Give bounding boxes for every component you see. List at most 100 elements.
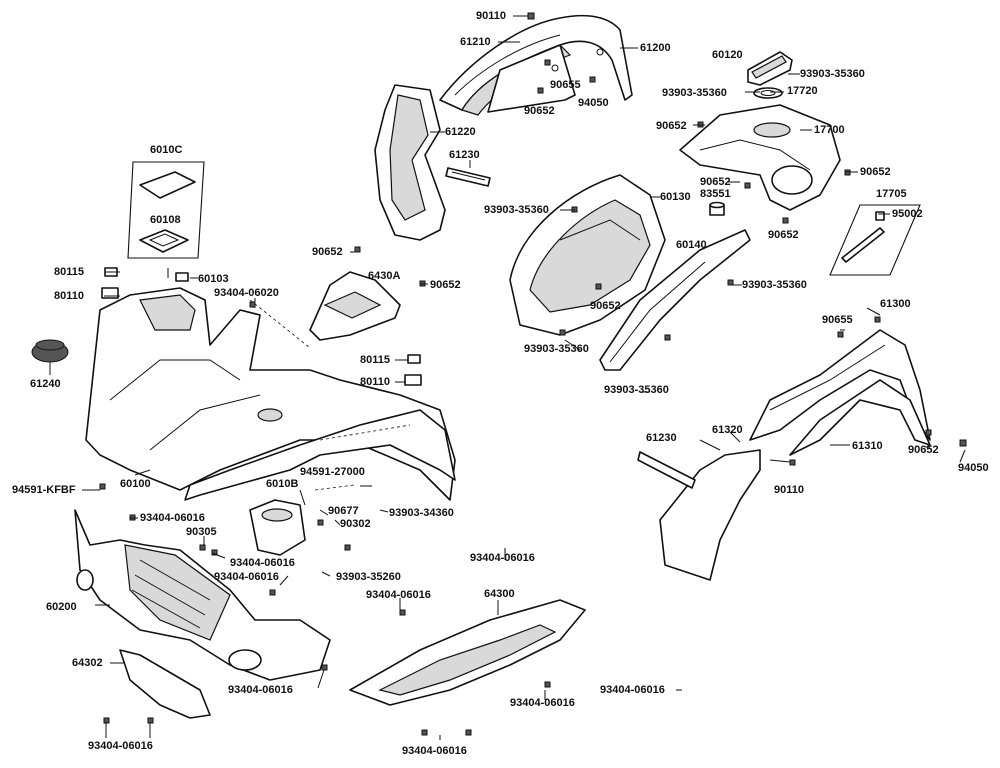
gasket-60108[interactable] bbox=[139, 229, 189, 253]
label-90110-top: 90110 bbox=[476, 10, 506, 22]
label-61300: 61300 bbox=[880, 298, 911, 310]
label-93903-34360: 93903-34360 bbox=[389, 507, 454, 519]
label-61200: 61200 bbox=[640, 42, 671, 54]
damper-80115-center[interactable] bbox=[407, 354, 421, 364]
label-60100: 60100 bbox=[120, 478, 151, 490]
label-80115-a: 80115 bbox=[54, 266, 84, 278]
label-90655-top: 90655 bbox=[550, 79, 581, 91]
label-90305: 90305 bbox=[186, 526, 217, 538]
side-panel-60140[interactable] bbox=[599, 229, 751, 371]
label-93903-35260: 93903-35260 bbox=[336, 571, 401, 583]
label-61230-top: 61230 bbox=[449, 149, 480, 161]
skid-plate-64300[interactable] bbox=[349, 599, 586, 706]
label-61320: 61320 bbox=[712, 424, 743, 436]
label-6010C: 6010C bbox=[150, 144, 183, 156]
label-94591-KFBF: 94591-KFBF bbox=[12, 484, 76, 496]
box-17705 bbox=[829, 204, 921, 276]
label-90302: 90302 bbox=[340, 518, 371, 530]
label-6430A: 6430A bbox=[368, 270, 401, 282]
headlight-cover-6430A[interactable] bbox=[309, 271, 401, 341]
label-94591-27000: 94591-27000 bbox=[300, 466, 365, 478]
damper-80110-center[interactable] bbox=[404, 374, 422, 386]
front-fender-60100[interactable] bbox=[85, 287, 456, 501]
label-17705: 17705 bbox=[876, 188, 907, 200]
label-90652-a: 90652 bbox=[524, 105, 555, 117]
tank-cover-17700[interactable] bbox=[679, 104, 841, 211]
label-93903-e: 93903-35360 bbox=[524, 343, 589, 355]
label-60130: 60130 bbox=[660, 191, 691, 203]
label-90652-e: 90652 bbox=[768, 229, 799, 241]
panel-box-6010C bbox=[127, 161, 205, 259]
label-93903-f: 93903-35360 bbox=[604, 384, 669, 396]
inner-panel-60130[interactable] bbox=[509, 174, 666, 336]
label-90110-right: 90110 bbox=[774, 484, 804, 496]
cap-61240[interactable] bbox=[31, 339, 69, 363]
leader-lines bbox=[49, 15, 966, 740]
reflector-61230-right[interactable] bbox=[637, 451, 696, 489]
label-61210: 61210 bbox=[460, 36, 491, 48]
label-61220: 61220 bbox=[445, 126, 476, 138]
label-90655-right: 90655 bbox=[822, 314, 853, 326]
label-93903-a: 93903-35360 bbox=[800, 68, 865, 80]
label-60120: 60120 bbox=[712, 49, 743, 61]
mud-flap-61320[interactable] bbox=[659, 449, 761, 581]
label-93404-h: 93404-06016 bbox=[510, 697, 575, 709]
label-93404-f: 93404-06016 bbox=[228, 684, 293, 696]
grommet-83551[interactable] bbox=[709, 201, 725, 216]
label-93903-c: 93903-35360 bbox=[484, 204, 549, 216]
label-61310: 61310 bbox=[852, 440, 883, 452]
label-83551: 83551 bbox=[700, 188, 731, 200]
label-90652-b: 90652 bbox=[656, 120, 687, 132]
damper-80110-left[interactable] bbox=[101, 287, 119, 299]
label-93903-d: 93903-35360 bbox=[742, 279, 807, 291]
front-bumper-60200[interactable] bbox=[74, 509, 331, 681]
label-64300: 64300 bbox=[484, 588, 515, 600]
label-80115-b: 80115 bbox=[360, 354, 390, 366]
label-6010B: 6010B bbox=[266, 478, 299, 490]
label-93404-c: 93404-06016 bbox=[230, 557, 295, 569]
label-17700: 17700 bbox=[814, 124, 845, 136]
side-cover-61220[interactable] bbox=[374, 84, 446, 241]
right-fender-61300[interactable] bbox=[749, 329, 931, 456]
label-61230-right: 61230 bbox=[646, 432, 677, 444]
lower-guard-64302[interactable] bbox=[119, 649, 211, 719]
grommet-60103[interactable] bbox=[175, 272, 189, 282]
label-93404-i: 93404-06016 bbox=[88, 740, 153, 752]
label-93404-06020: 93404-06020 bbox=[214, 287, 279, 299]
label-94050-top: 94050 bbox=[578, 97, 609, 109]
label-17720: 17720 bbox=[787, 85, 818, 97]
label-93404-d: 93404-06016 bbox=[214, 571, 279, 583]
label-95002: 95002 bbox=[892, 208, 923, 220]
label-93404-g: 93404-06016 bbox=[600, 684, 665, 696]
reflector-61230-top[interactable] bbox=[445, 167, 491, 187]
label-93404-e: 93404-06016 bbox=[366, 589, 431, 601]
label-90652-d: 90652 bbox=[700, 176, 731, 188]
vent-hose-95002[interactable] bbox=[841, 211, 885, 263]
ring-17720[interactable] bbox=[753, 87, 783, 99]
label-94050-right: 94050 bbox=[958, 462, 989, 474]
label-93903-b: 93903-35360 bbox=[662, 87, 727, 99]
fasteners bbox=[99, 12, 967, 736]
tank-handle-60120[interactable] bbox=[747, 51, 793, 86]
label-60200: 60200 bbox=[46, 601, 77, 613]
label-60108: 60108 bbox=[150, 214, 181, 226]
label-64302: 64302 bbox=[72, 657, 103, 669]
label-80110-a: 80110 bbox=[54, 290, 84, 302]
label-90652-i: 90652 bbox=[908, 444, 939, 456]
label-93404-a: 93404-06016 bbox=[140, 512, 205, 524]
label-80110-b: 80110 bbox=[360, 376, 390, 388]
label-90652-h: 90652 bbox=[590, 300, 621, 312]
label-90652-g: 90652 bbox=[430, 279, 461, 291]
label-60140: 60140 bbox=[676, 239, 707, 251]
storage-box-6010B[interactable] bbox=[249, 499, 306, 556]
label-90652-f: 90652 bbox=[312, 246, 343, 258]
label-61240: 61240 bbox=[30, 378, 61, 390]
label-60103: 60103 bbox=[198, 273, 229, 285]
rear-fender-61200[interactable] bbox=[439, 14, 633, 116]
label-93404-j: 93404-06016 bbox=[402, 745, 467, 757]
label-90677: 90677 bbox=[328, 505, 359, 517]
cover-6010C[interactable] bbox=[139, 171, 196, 199]
label-90652-c: 90652 bbox=[860, 166, 891, 178]
label-93404-b: 93404-06016 bbox=[470, 552, 535, 564]
